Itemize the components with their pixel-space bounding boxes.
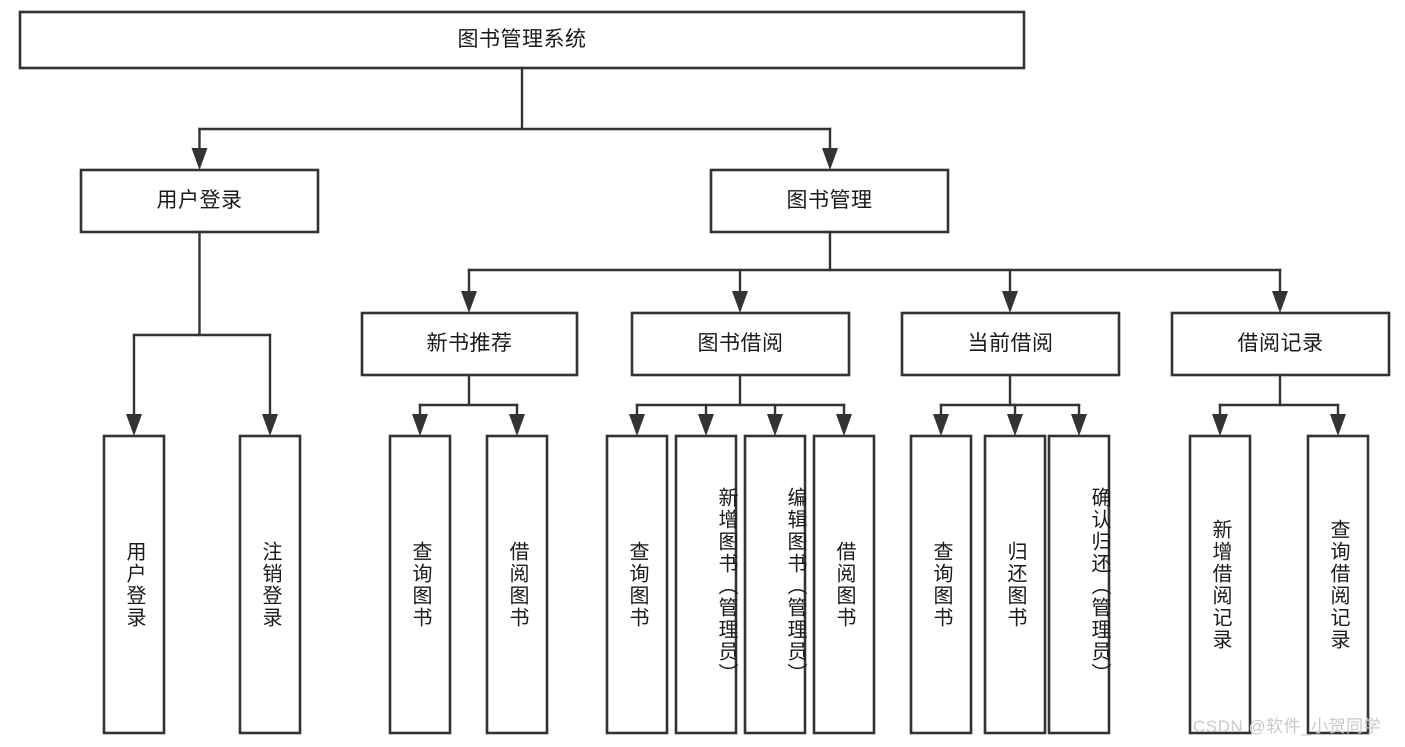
connector-userlogin-to-leaves <box>126 230 278 436</box>
node-box-user-login[interactable] <box>79 168 320 234</box>
node-box-current-borrow[interactable] <box>900 311 1121 377</box>
leaf-box-query-book-current[interactable] <box>909 434 973 735</box>
connector-bookborrow-to-leaves <box>629 373 852 436</box>
leaf-box-query-book-borrow[interactable] <box>605 434 669 735</box>
connector-bookmgmt-to-level3 <box>461 230 1288 313</box>
leaf-box-add-borrow-record[interactable] <box>1188 434 1252 735</box>
leaf-box-add-book-admin[interactable] <box>674 434 738 735</box>
node-box-new-book-recommend[interactable] <box>360 311 579 377</box>
node-box-book-management[interactable] <box>709 168 950 234</box>
connector-currentborrow-to-leaves <box>933 373 1087 436</box>
leaf-box-query-book-recommend[interactable] <box>388 434 452 735</box>
watermark-text: CSDN @软件_小贺同学 <box>1193 717 1382 736</box>
node-box-root[interactable] <box>18 10 1026 70</box>
leaf-box-user-login[interactable] <box>102 434 166 735</box>
leaf-box-edit-book-admin[interactable] <box>743 434 807 735</box>
connector-root-to-level2 <box>191 66 838 170</box>
leaf-box-return-book[interactable] <box>983 434 1047 735</box>
leaf-box-borrow-book-recommend[interactable] <box>485 434 549 735</box>
leaf-box-confirm-return-admin[interactable] <box>1047 434 1111 735</box>
node-box-book-borrow[interactable] <box>630 311 851 377</box>
leaf-box-logout-login[interactable] <box>238 434 302 735</box>
connector-borrowrecord-to-leaves <box>1212 373 1346 436</box>
node-box-borrow-record[interactable] <box>1170 311 1391 377</box>
connector-newbook-to-leaves <box>412 373 525 436</box>
leaf-box-query-borrow-record[interactable] <box>1306 434 1370 735</box>
leaf-box-borrow-book[interactable] <box>812 434 876 735</box>
